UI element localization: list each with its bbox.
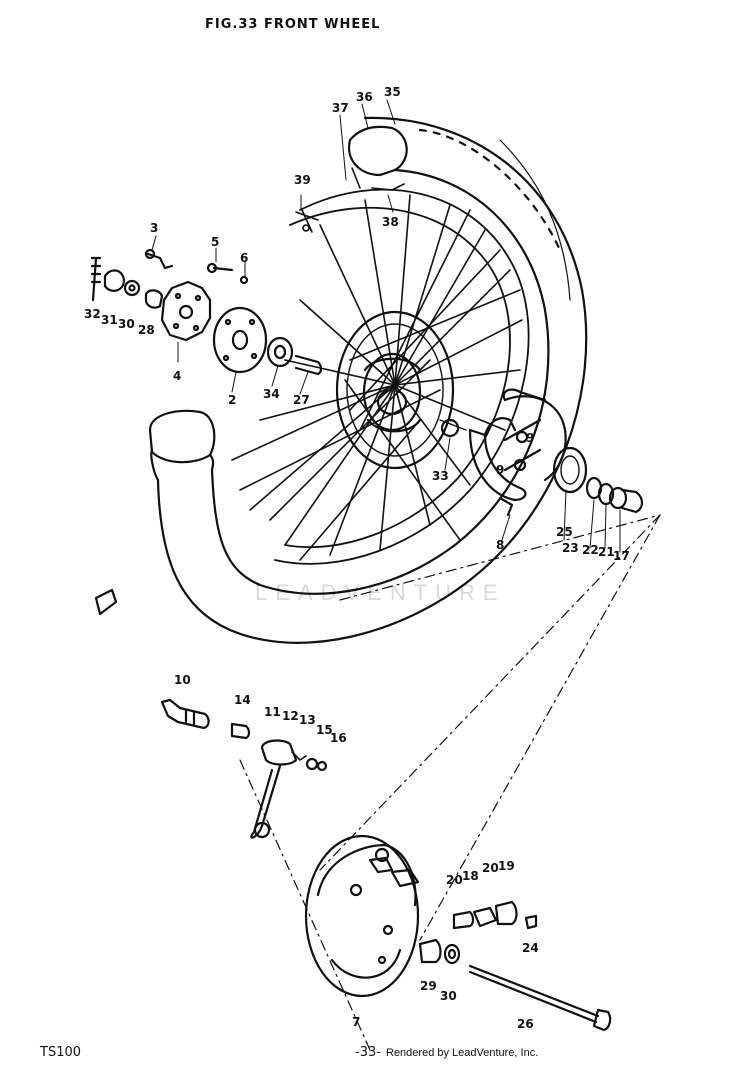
callout-8: 8 bbox=[496, 538, 504, 552]
callout-33: 33 bbox=[432, 469, 449, 483]
callout-21: 21 bbox=[598, 545, 615, 559]
callout-14: 14 bbox=[234, 693, 251, 707]
callout-35: 35 bbox=[384, 85, 401, 99]
callout-17: 17 bbox=[613, 549, 630, 563]
callout-30b: 30 bbox=[440, 989, 457, 1003]
tire bbox=[148, 116, 588, 644]
spokes bbox=[231, 194, 523, 561]
callout-20a: 20 bbox=[446, 873, 463, 887]
callout-19: 19 bbox=[498, 859, 515, 873]
callout-3: 3 bbox=[150, 221, 158, 235]
speedometer-gear-parts bbox=[418, 900, 538, 965]
callout-37: 37 bbox=[332, 101, 349, 115]
callout-9a: 9 bbox=[526, 431, 534, 445]
callout-36: 36 bbox=[356, 90, 373, 104]
hub bbox=[335, 310, 467, 470]
callout-27: 27 bbox=[293, 393, 310, 407]
render-credit: Rendered by LeadVenture, Inc. bbox=[386, 1047, 539, 1059]
callout-39: 39 bbox=[294, 173, 311, 187]
figure-title: FIG.33 FRONT WHEEL bbox=[205, 17, 381, 32]
callout-5: 5 bbox=[211, 235, 219, 249]
callout-28: 28 bbox=[138, 323, 155, 337]
callout-20b: 20 bbox=[482, 861, 499, 875]
callout-10: 10 bbox=[174, 673, 191, 687]
callout-4: 4 bbox=[173, 369, 181, 383]
callout-30: 30 bbox=[118, 317, 135, 331]
callout-15: 15 bbox=[316, 723, 333, 737]
loose-part-icon bbox=[94, 588, 118, 616]
callout-18: 18 bbox=[462, 869, 479, 883]
callout-22: 22 bbox=[582, 543, 599, 557]
callout-7: 7 bbox=[352, 1015, 360, 1029]
callout-32: 32 bbox=[84, 307, 101, 321]
rim bbox=[274, 188, 530, 565]
callout-labels: 35 36 37 38 39 3 5 6 32 31 30 28 4 2 34 … bbox=[84, 85, 630, 1031]
axle bbox=[468, 964, 612, 1032]
right-spacer-seal-stack bbox=[552, 446, 644, 514]
brake-panel bbox=[304, 834, 420, 998]
callout-2: 2 bbox=[228, 393, 236, 407]
brake-shoes bbox=[468, 388, 567, 517]
model-code: TS100 bbox=[40, 1045, 82, 1060]
callout-11: 11 bbox=[264, 705, 281, 719]
callout-13: 13 bbox=[299, 713, 316, 727]
brake-cam-lever bbox=[160, 698, 328, 839]
callout-29: 29 bbox=[420, 979, 437, 993]
callout-23: 23 bbox=[562, 541, 579, 555]
callout-38: 38 bbox=[382, 215, 399, 229]
left-hub-parts bbox=[90, 248, 323, 376]
callout-26: 26 bbox=[517, 1017, 534, 1031]
callout-16: 16 bbox=[330, 731, 347, 745]
rim-band-and-valve bbox=[295, 167, 405, 233]
callout-6: 6 bbox=[240, 251, 248, 265]
callout-34: 34 bbox=[263, 387, 280, 401]
callout-31: 31 bbox=[101, 313, 118, 327]
callout-9b: 9 bbox=[496, 463, 504, 477]
callout-25: 25 bbox=[556, 525, 573, 539]
page-number: -33- bbox=[355, 1045, 381, 1060]
callout-12: 12 bbox=[282, 709, 299, 723]
leader-lines bbox=[151, 99, 621, 553]
callout-24: 24 bbox=[522, 941, 539, 955]
